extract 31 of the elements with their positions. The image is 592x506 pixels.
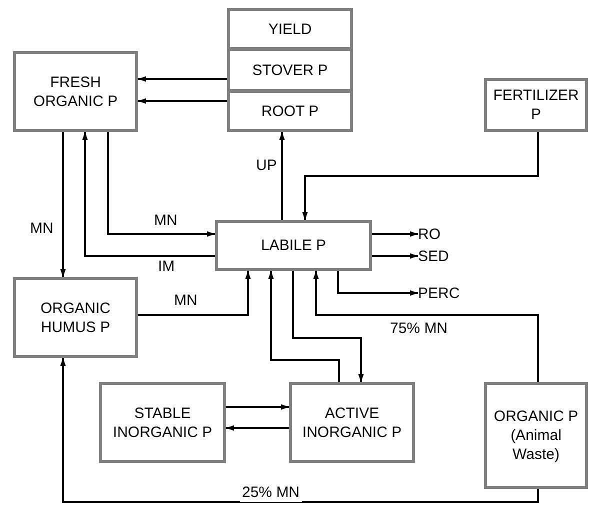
yield-box: YIELD	[227, 8, 353, 50]
arrow	[60, 132, 66, 277]
arrow	[60, 358, 539, 503]
arrow	[313, 271, 539, 382]
arrow	[279, 132, 285, 220]
arrow	[226, 425, 289, 431]
arrow	[302, 132, 539, 220]
edge-label: 25% MN	[240, 484, 302, 502]
flow-label: RO	[418, 224, 458, 244]
pool-box: FRESH ORGANIC P	[13, 51, 138, 132]
pool-box: STABLE INORGANIC P	[99, 382, 226, 463]
arrow	[372, 253, 418, 259]
arrow	[82, 132, 215, 257]
flow-label: SED	[418, 246, 458, 266]
flow-label: PERC	[418, 283, 468, 303]
arrow	[226, 404, 289, 410]
pool-box: LABILE P	[215, 220, 372, 271]
arrow	[138, 271, 251, 316]
arrow	[337, 271, 418, 296]
arrow	[292, 271, 364, 382]
pool-box: ACTIVE INORGANIC P	[289, 382, 415, 463]
arrow	[138, 98, 227, 104]
arrow	[107, 132, 215, 237]
pool-box: ROOT P	[227, 90, 353, 132]
source-box: ORGANIC P (Animal Waste)	[484, 382, 588, 489]
source-box: FERTILIZER P	[484, 78, 588, 132]
pool-box: ORGANIC HUMUS P	[13, 277, 138, 358]
pool-box: STOVER P	[227, 48, 353, 92]
arrow	[372, 231, 418, 237]
arrow	[268, 271, 340, 382]
arrow	[138, 76, 227, 82]
